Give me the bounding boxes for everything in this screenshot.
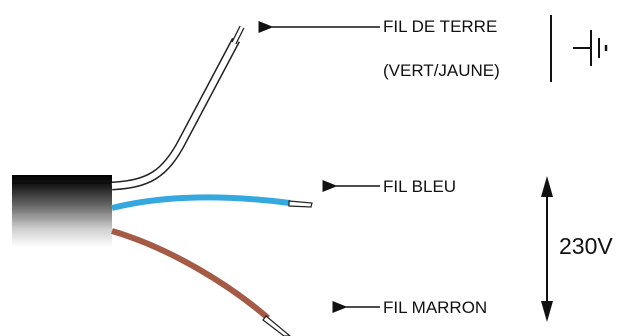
cable-sheath [12, 175, 112, 247]
brown-wire-label: FIL MARRON [383, 298, 487, 317]
blue-wire-label: FIL BLEU [383, 177, 456, 196]
earth-wire-label-line2: (VERT/JAUNE) [383, 61, 500, 80]
blue-wire [111, 194, 313, 211]
earth-wire [111, 25, 245, 191]
ground-symbol-icon [550, 15, 608, 82]
brown-wire [111, 228, 291, 336]
double-arrow-icon [541, 176, 553, 322]
earth-wire-label-line1: FIL DE TERRE [383, 17, 497, 36]
voltage-label: 230V [559, 233, 613, 259]
